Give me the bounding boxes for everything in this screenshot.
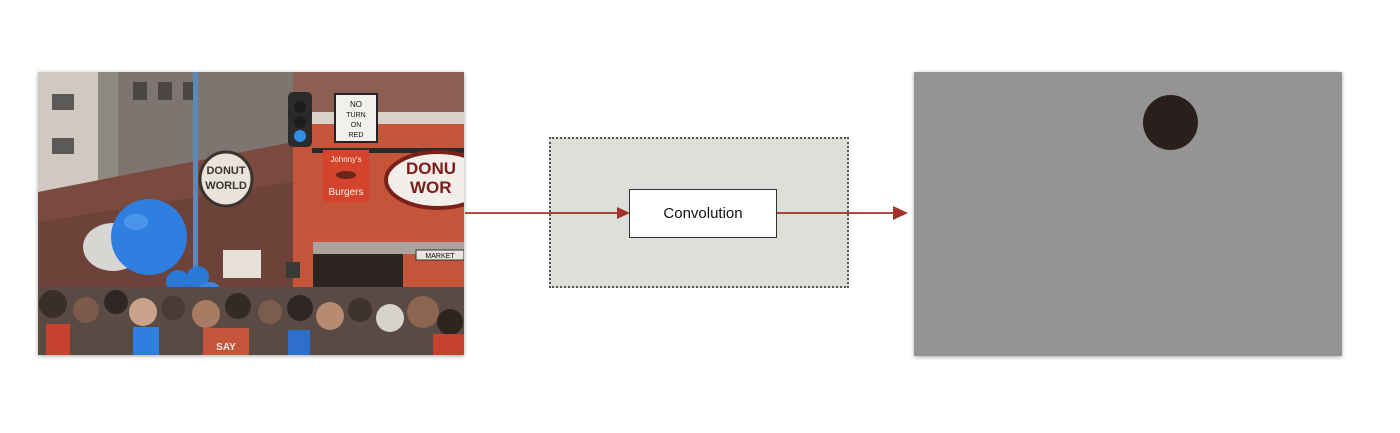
- sign-text-no: NO: [350, 100, 362, 109]
- sign-text-burgers: Burgers: [328, 187, 363, 198]
- sign-text-world-right: WOR: [410, 178, 452, 197]
- sign-text-on: ON: [351, 122, 362, 129]
- sign-text-red: RED: [349, 132, 364, 139]
- output-feature-map: [914, 72, 1342, 356]
- input-image: NO TURN ON RED DONUT WORLD Johnny's Burg…: [38, 72, 464, 355]
- sign-text-donut-left: DONUT: [206, 165, 245, 177]
- sign-text-johnnys: Johnny's: [330, 155, 361, 164]
- output-activation-dot: [1143, 95, 1198, 150]
- sign-text-turn: TURN: [346, 112, 365, 119]
- shirt-text: SAY: [216, 342, 236, 353]
- sign-text-donut-right: DONU: [406, 159, 456, 178]
- convolution-node: Convolution: [629, 189, 777, 238]
- arrowhead-convolution-to-output: [893, 206, 908, 220]
- sign-text-market: MARKET: [425, 253, 455, 260]
- sign-text-world-left: WORLD: [205, 180, 247, 192]
- convolution-label: Convolution: [663, 205, 743, 222]
